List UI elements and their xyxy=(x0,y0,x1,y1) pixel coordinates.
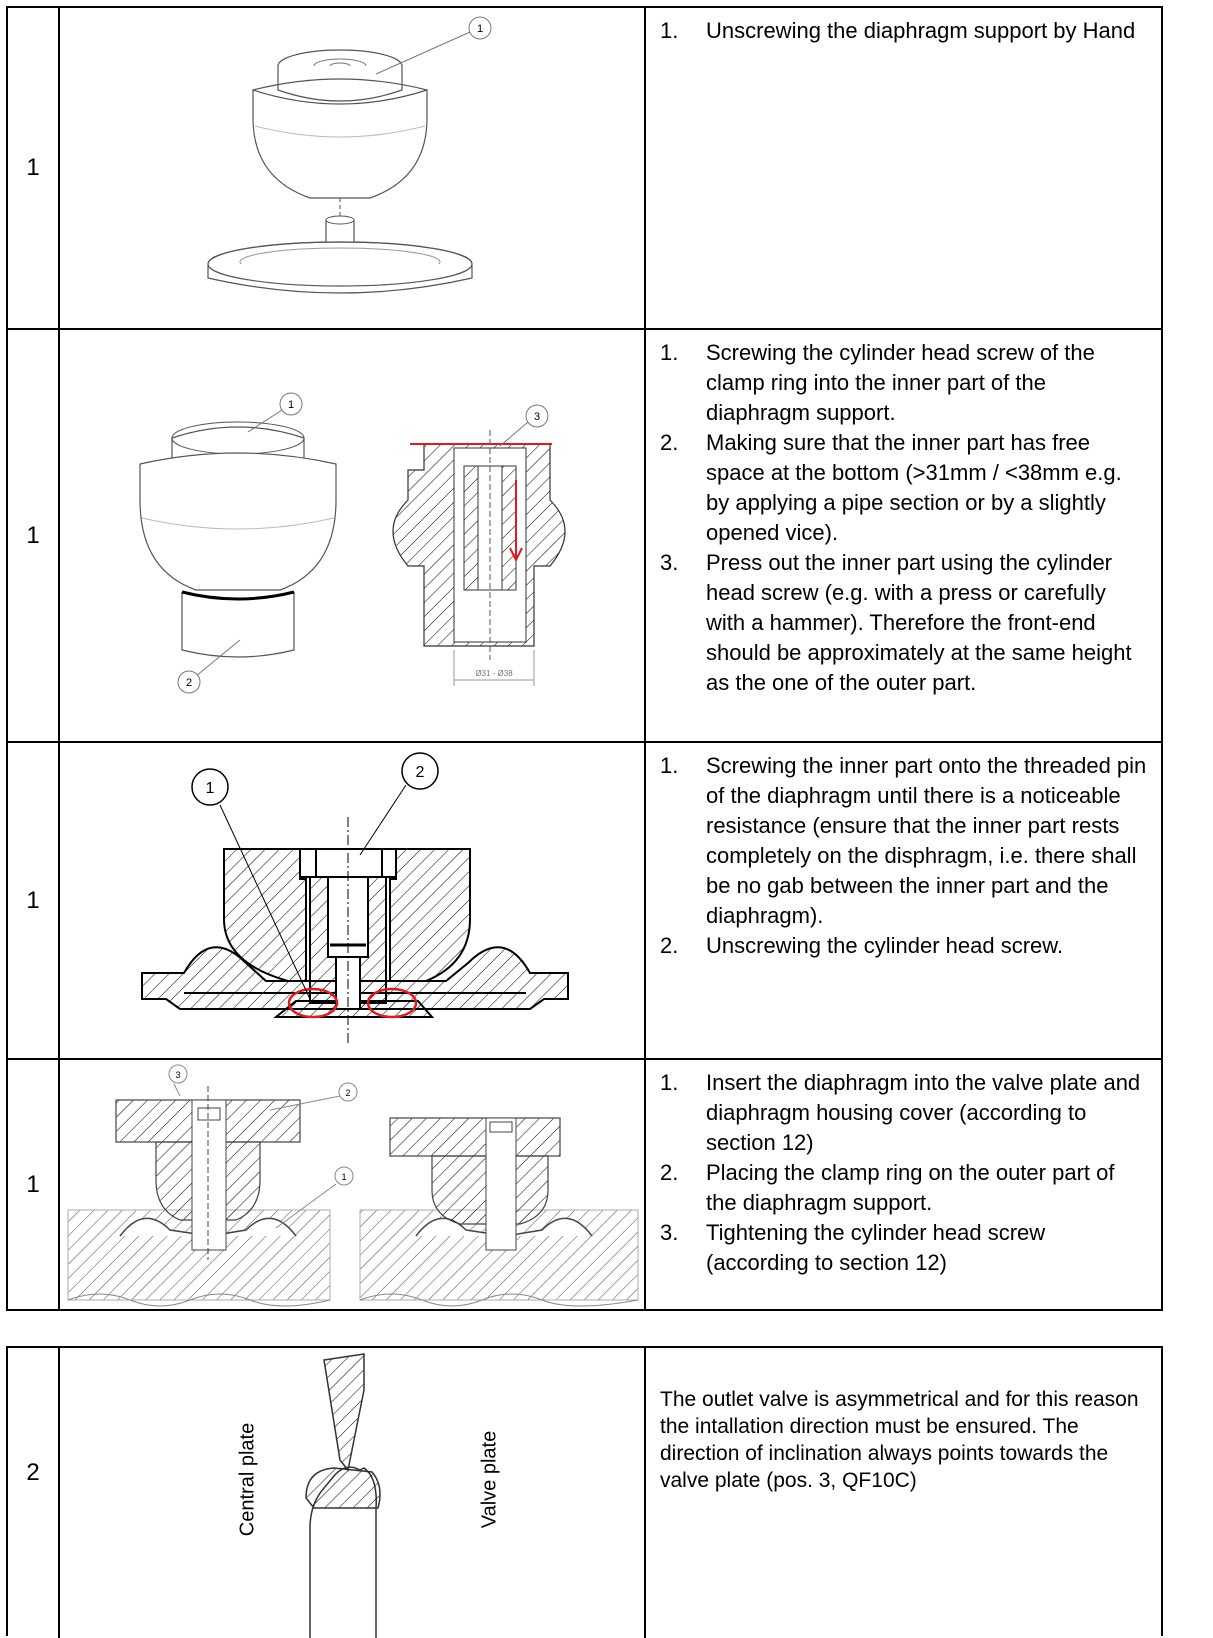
callout-number: 2 xyxy=(416,764,425,781)
table-row: 1 xyxy=(8,741,1161,1058)
callout-circle xyxy=(468,16,492,40)
diaphragm-support-drawing: 1 xyxy=(207,16,492,294)
callout-number: 2 xyxy=(186,677,192,689)
instructions-text: 1.Insert the diaphragm into the valve pl… xyxy=(646,1060,1161,1309)
outlet-valve-profile xyxy=(305,1353,381,1638)
table-row: 1 3 2 1 xyxy=(8,1058,1161,1309)
inner-part-section-drawing: 1 2 xyxy=(141,752,569,1043)
list-item: 2.Making sure that the inner part has fr… xyxy=(660,430,1122,545)
press-out-drawing: 1 2 3 Ø31 - Ø38 xyxy=(139,392,566,694)
callout-number: 2 xyxy=(345,1088,350,1098)
table-row: 2 Central plate Valve plate The outlet v… xyxy=(8,1348,1161,1638)
list-item: 1.Screwing the inner part onto the threa… xyxy=(660,753,1147,928)
list-item: 1.Unscrewing the diaphragm support by Ha… xyxy=(660,18,1136,43)
assembly-section-drawing: 3 2 1 xyxy=(67,1064,639,1307)
instructions-text: 1.Screwing the inner part onto the threa… xyxy=(646,743,1161,1058)
figure-outlet-valve: Central plate Valve plate xyxy=(60,1348,646,1638)
list-item: 1.Insert the diaphragm into the valve pl… xyxy=(660,1070,1141,1155)
callout-number: 3 xyxy=(175,1070,180,1080)
table-row: 1 xyxy=(8,8,1161,328)
callout-number: 1 xyxy=(206,780,215,797)
outlet-valve-table: 2 Central plate Valve plate The outlet v… xyxy=(6,1346,1163,1638)
list-item: 3.Press out the inner part using the cyl… xyxy=(660,550,1132,695)
row-number: 1 xyxy=(8,330,60,741)
list-item: 3.Tightening the cylinder head screw (ac… xyxy=(660,1220,1046,1275)
instructions-text: 1.Unscrewing the diaphragm support by Ha… xyxy=(646,8,1161,328)
dimension-label: Ø31 - Ø38 xyxy=(475,669,513,678)
table-row: 1 1 2 xyxy=(8,328,1161,741)
list-item: 1.Screwing the cylinder head screw of th… xyxy=(660,340,1095,425)
row-number: 2 xyxy=(8,1348,60,1638)
list-item: 2.Placing the clamp ring on the outer pa… xyxy=(660,1160,1115,1215)
callout-number: 3 xyxy=(534,411,540,423)
callout-number: 1 xyxy=(288,399,294,411)
figure-press-out-inner-part: 1 2 3 Ø31 - Ø38 xyxy=(60,330,646,741)
list-item: 2.Unscrewing the cylinder head screw. xyxy=(660,933,1064,958)
row-number: 1 xyxy=(8,8,60,328)
instruction-table: 1 xyxy=(6,6,1163,1311)
figure-diaphragm-support-exploded: 1 xyxy=(60,8,646,328)
row-number: 1 xyxy=(8,743,60,1058)
callout-number: 1 xyxy=(341,1172,346,1182)
row-number: 1 xyxy=(8,1060,60,1309)
outlet-valve-text: The outlet valve is asymmetrical and for… xyxy=(660,1388,1139,1492)
figure-screw-inner-part: 1 2 xyxy=(60,743,646,1058)
figure-insert-diaphragm: 3 2 1 xyxy=(60,1060,646,1309)
instructions-text: 1.Screwing the cylinder head screw of th… xyxy=(646,330,1161,741)
callout-number: 1 xyxy=(477,23,483,35)
